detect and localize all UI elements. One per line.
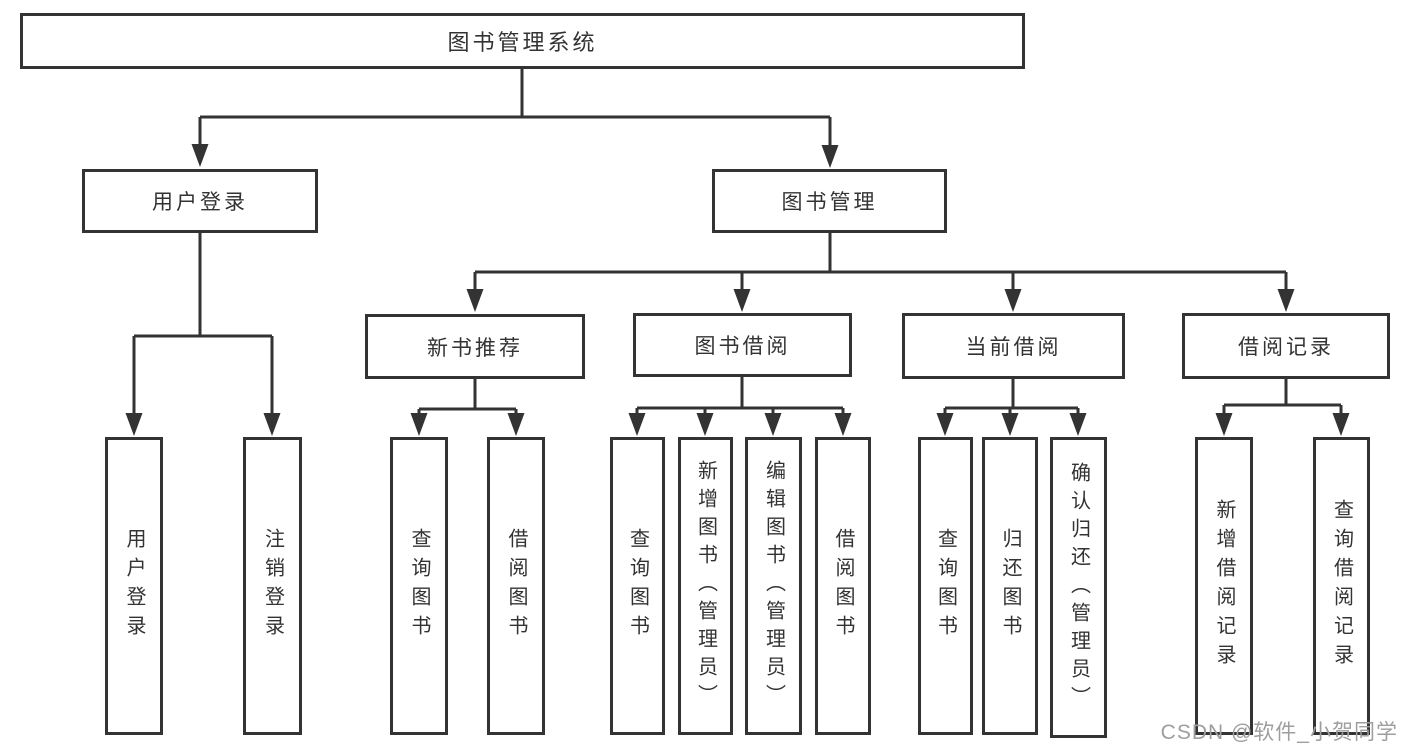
node-edit-books-admin: 编辑图书（管理员） bbox=[745, 437, 802, 735]
node-logout-leaf: 注销登录 bbox=[243, 437, 302, 735]
node-book-borrowing: 图书借阅 bbox=[633, 313, 852, 377]
node-query-borrow-record: 查询借阅记录 bbox=[1313, 437, 1370, 735]
node-borrowing-records: 借阅记录 bbox=[1182, 313, 1390, 379]
node-query-books-borrowing: 查询图书 bbox=[610, 437, 665, 735]
node-query-books-current: 查询图书 bbox=[918, 437, 973, 735]
node-add-borrow-record: 新增借阅记录 bbox=[1195, 437, 1253, 735]
node-borrow-books-recommend: 借阅图书 bbox=[487, 437, 545, 735]
node-confirm-return-admin: 确认归还（管理员） bbox=[1050, 437, 1107, 738]
node-add-books-admin: 新增图书（管理员） bbox=[678, 437, 733, 735]
node-current-borrowing: 当前借阅 bbox=[902, 313, 1125, 379]
node-user-login: 用户登录 bbox=[82, 169, 318, 233]
node-library-management-system: 图书管理系统 bbox=[20, 13, 1025, 69]
node-book-management: 图书管理 bbox=[712, 169, 947, 233]
node-user-login-leaf: 用户登录 bbox=[105, 437, 163, 735]
node-new-book-recommend: 新书推荐 bbox=[365, 314, 585, 379]
watermark-text: CSDN @软件_小贺同学 bbox=[1160, 721, 1398, 744]
node-borrow-books-borrowing: 借阅图书 bbox=[815, 437, 871, 735]
node-query-books-recommend: 查询图书 bbox=[390, 437, 448, 735]
node-return-books: 归还图书 bbox=[982, 437, 1038, 735]
